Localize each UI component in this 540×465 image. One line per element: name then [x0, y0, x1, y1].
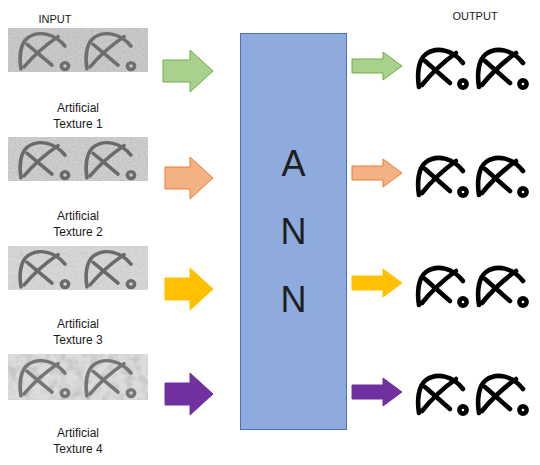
- handwriting: [20, 143, 68, 179]
- texture: [8, 246, 148, 290]
- image-caption: Artificial Texture 3: [43, 316, 113, 348]
- input-image: [8, 28, 148, 72]
- image-caption: Artificial Texture 4: [43, 425, 113, 457]
- image-caption: Artificial Texture 1: [43, 100, 113, 132]
- handwriting: [20, 252, 68, 288]
- handwriting: [478, 268, 526, 306]
- texture: [8, 28, 148, 72]
- output-arrow: [352, 52, 402, 80]
- handwriting: [478, 158, 526, 196]
- column-heading: INPUT: [20, 11, 90, 27]
- handwriting: [478, 50, 526, 88]
- handwriting: [478, 376, 526, 414]
- input-image: [8, 246, 148, 290]
- node-text: A N N: [276, 130, 312, 334]
- handwriting: [86, 143, 134, 179]
- input-arrow: [165, 373, 213, 415]
- input-image: [8, 137, 148, 181]
- texture-ground: [8, 137, 148, 181]
- input-arrow: [165, 268, 213, 310]
- output-arrow: [352, 269, 402, 297]
- texture: [8, 354, 148, 400]
- output-arrow: [352, 378, 402, 406]
- image-caption: Artificial Texture 2: [43, 208, 113, 240]
- input-image: [8, 354, 148, 400]
- handwriting: [418, 158, 466, 196]
- input-arrow: [165, 157, 213, 199]
- texture-ground: [8, 354, 148, 400]
- texture: [8, 137, 148, 181]
- handwriting: [86, 34, 134, 70]
- output-image: [418, 50, 526, 88]
- handwriting: [418, 50, 466, 88]
- texture-ground: [8, 246, 148, 290]
- network-block: A N N: [240, 33, 347, 430]
- handwriting: [418, 268, 466, 306]
- output-image: [418, 376, 526, 414]
- output-arrow: [352, 159, 402, 187]
- column-heading: OUTPUT: [440, 8, 510, 24]
- output-image: [418, 158, 526, 196]
- texture-ground: [8, 28, 148, 72]
- handwriting: [418, 376, 466, 414]
- output-image: [418, 268, 526, 306]
- handwriting: [86, 252, 134, 288]
- handwriting: [20, 34, 68, 70]
- input-arrow: [163, 50, 213, 92]
- handwriting: [86, 361, 134, 397]
- handwriting: [20, 361, 68, 397]
